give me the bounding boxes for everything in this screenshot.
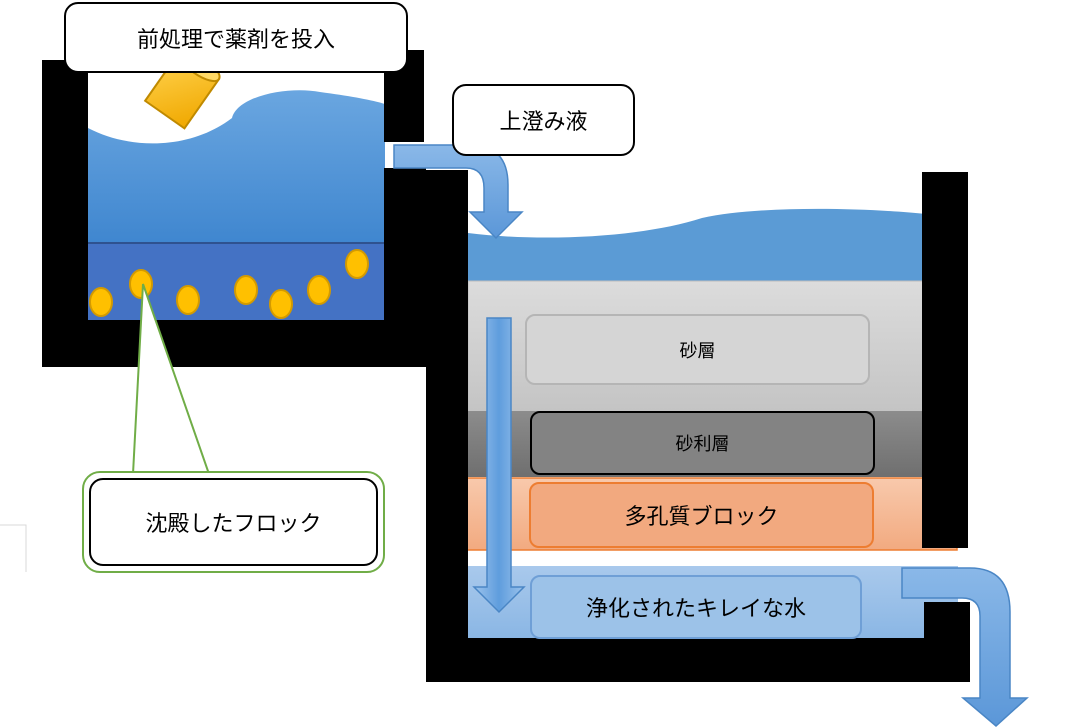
tank-wall-bottom bbox=[42, 320, 426, 367]
porous-block-label: 多孔質ブロック bbox=[529, 482, 874, 548]
tank-wall-right-lower bbox=[384, 168, 426, 367]
flow-arrow-icon bbox=[472, 317, 526, 614]
edge-mark bbox=[0, 524, 27, 572]
filter-wall-right-upper bbox=[922, 172, 968, 548]
floc-particle bbox=[307, 275, 331, 305]
filter-water bbox=[468, 208, 925, 282]
flow-arrow-icon bbox=[901, 567, 1029, 727]
floc-particle bbox=[234, 275, 258, 305]
sediment-callout: 沈殿したフロック bbox=[82, 471, 385, 573]
gravel-label-text: 砂利層 bbox=[675, 434, 730, 455]
sand-label-text: 砂層 bbox=[679, 340, 716, 362]
sand-layer-label: 砂層 bbox=[525, 314, 870, 385]
filter-wall-left bbox=[426, 170, 468, 682]
gravel-layer-label: 砂利層 bbox=[530, 411, 875, 475]
floc-particle bbox=[176, 285, 200, 315]
clean-water-label-text: 浄化されたキレイな水 bbox=[585, 597, 806, 622]
floc-particle bbox=[129, 269, 153, 299]
sediment-label: 沈殿したフロック bbox=[145, 512, 322, 537]
tank-wall-left bbox=[42, 60, 88, 367]
pretreatment-callout: 前処理で薬剤を投入 bbox=[64, 2, 408, 73]
sedimentation-tank bbox=[42, 50, 426, 367]
floc-particle bbox=[89, 287, 113, 317]
floc-particle bbox=[269, 289, 293, 319]
filter-wall-bottom bbox=[426, 638, 970, 682]
supernatant-callout: 上澄み液 bbox=[452, 84, 635, 156]
pretreatment-label: 前処理で薬剤を投入 bbox=[136, 27, 335, 53]
tank-water bbox=[88, 90, 385, 245]
floc-particles bbox=[89, 249, 369, 319]
clean-water-label: 浄化されたキレイな水 bbox=[530, 575, 862, 639]
floc-particle bbox=[345, 249, 369, 279]
supernatant-label: 上澄み液 bbox=[499, 110, 588, 135]
porous-label-text: 多孔質ブロック bbox=[624, 505, 779, 530]
